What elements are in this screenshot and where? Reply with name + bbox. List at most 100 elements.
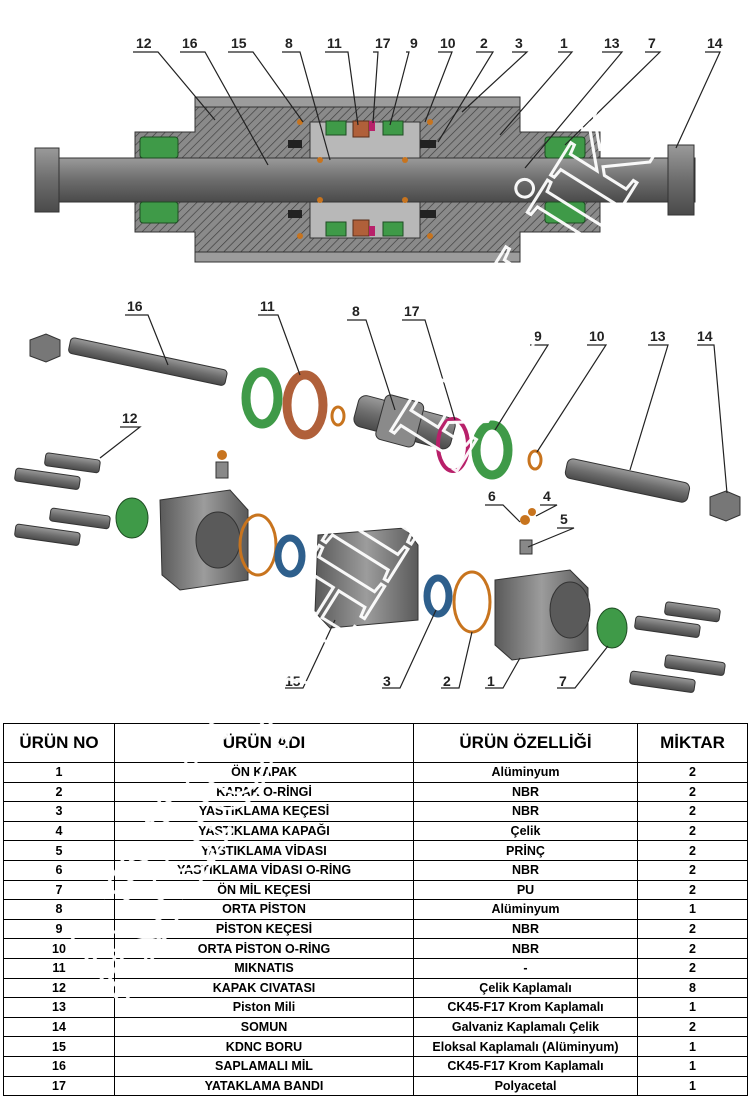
callout-section-0: 12	[136, 35, 152, 51]
cell-name: ÖN MİL KEÇESİ	[114, 879, 414, 901]
cell-name: ORTA PİSTON O-RİNG	[114, 938, 414, 959]
cell-name: YASTIKLAMA VİDASI	[114, 840, 414, 861]
exploded-diagram: 12 16 15 8 11 17 9 10 2 3 1 13 7 14	[14, 35, 741, 693]
cell-spec: NBR	[413, 918, 638, 940]
callout-exploded-14: 2	[443, 673, 451, 689]
cell-spec: NBR	[413, 938, 638, 959]
cell-no: 4	[3, 820, 115, 842]
callout-exploded-1: 11	[260, 298, 275, 314]
callout-exploded-12: 15	[285, 673, 301, 689]
cell-name: YASTIKLAMA KAPAĞI	[114, 820, 414, 842]
callout-section-9: 3	[515, 35, 523, 51]
cell-qty: 2	[637, 859, 748, 881]
callout-exploded-5: 10	[589, 328, 605, 344]
cell-no: 9	[3, 918, 115, 940]
cell-name: YASTIKLAMA VİDASI O-RİNG	[114, 859, 414, 881]
cell-no: 10	[3, 938, 115, 959]
callout-exploded-11: 5	[560, 511, 568, 527]
cell-no: 2	[3, 781, 115, 803]
header-qty: MİKTAR	[637, 723, 748, 763]
callout-exploded-13: 3	[383, 673, 391, 689]
callout-section-1: 16	[182, 35, 198, 51]
cell-no: 13	[3, 997, 115, 1018]
cell-qty: 2	[637, 762, 748, 783]
cell-name: SOMUN	[114, 1016, 414, 1038]
cell-no: 11	[3, 957, 115, 979]
cell-name: Piston Mili	[114, 997, 414, 1018]
callout-section-3: 8	[285, 35, 293, 51]
cell-no: 8	[3, 899, 115, 920]
cell-spec: CK45-F17 Krom Kaplamalı	[413, 997, 638, 1018]
callout-exploded-2: 8	[352, 303, 360, 319]
header-no: ÜRÜN NO	[3, 723, 115, 763]
callout-exploded-3: 17	[404, 303, 420, 319]
cell-spec: Polyacetal	[413, 1075, 638, 1097]
cell-spec: PU	[413, 879, 638, 901]
cell-no: 7	[3, 879, 115, 901]
cell-name: ORTA PİSTON	[114, 899, 414, 920]
cell-qty: 2	[637, 957, 748, 979]
cell-no: 3	[3, 801, 115, 822]
callout-exploded-9: 6	[488, 488, 496, 504]
cell-qty: 1	[637, 899, 748, 920]
cell-qty: 2	[637, 801, 748, 822]
cell-qty: 2	[637, 781, 748, 803]
cell-name: YASTIKLAMA KEÇESİ	[114, 801, 414, 822]
cell-spec: Eloksal Kaplamalı (Alüminyum)	[413, 1036, 638, 1057]
cell-qty: 2	[637, 918, 748, 940]
cell-spec: Çelik	[413, 820, 638, 842]
cell-spec: Çelik Kaplamalı	[413, 977, 638, 999]
cell-name: MIKNATIS	[114, 957, 414, 979]
header-spec: ÜRÜN ÖZELLİĞİ	[413, 723, 638, 763]
callout-section-5: 17	[375, 35, 391, 51]
cell-qty: 2	[637, 1016, 748, 1038]
callout-exploded-16: 7	[559, 673, 567, 689]
exploded-view: 16 11 8 17 9 10 13 14 12 6 4 5 15 3 2 1 …	[14, 298, 741, 693]
callout-section-7: 10	[440, 35, 456, 51]
callout-section-6: 9	[410, 35, 418, 51]
cell-name: KDNC BORU	[114, 1036, 414, 1057]
callout-exploded-8: 12	[122, 410, 138, 426]
cell-no: 14	[3, 1016, 115, 1038]
cell-no: 1	[3, 762, 115, 783]
callout-exploded-15: 1	[487, 673, 495, 689]
table-header-row: ÜRÜN NO ÜRÜN ADI ÜRÜN ÖZELLİĞİ MİKTAR	[3, 723, 748, 763]
cell-name: YATAKLAMA BANDI	[114, 1075, 414, 1097]
cell-spec: -	[413, 957, 638, 979]
cell-name: ÖN KAPAK	[114, 762, 414, 783]
cell-spec: PRİNÇ	[413, 840, 638, 861]
cell-qty: 1	[637, 1055, 748, 1077]
cell-qty: 1	[637, 1036, 748, 1057]
cell-no: 5	[3, 840, 115, 861]
cell-qty: 8	[637, 977, 748, 999]
cell-qty: 2	[637, 840, 748, 861]
callout-section-10: 1	[560, 35, 568, 51]
cell-no: 17	[3, 1075, 115, 1097]
callout-section-11: 13	[604, 35, 620, 51]
cell-spec: Galvaniz Kaplamalı Çelik	[413, 1016, 638, 1038]
header-name: ÜRÜN ADI	[114, 723, 414, 763]
callout-section-4: 11	[327, 35, 342, 51]
callout-section-8: 2	[480, 35, 488, 51]
cell-qty: 2	[637, 938, 748, 959]
callout-section-13: 14	[707, 35, 723, 51]
cell-name: KAPAK O-RİNGİ	[114, 781, 414, 803]
cell-no: 16	[3, 1055, 115, 1077]
